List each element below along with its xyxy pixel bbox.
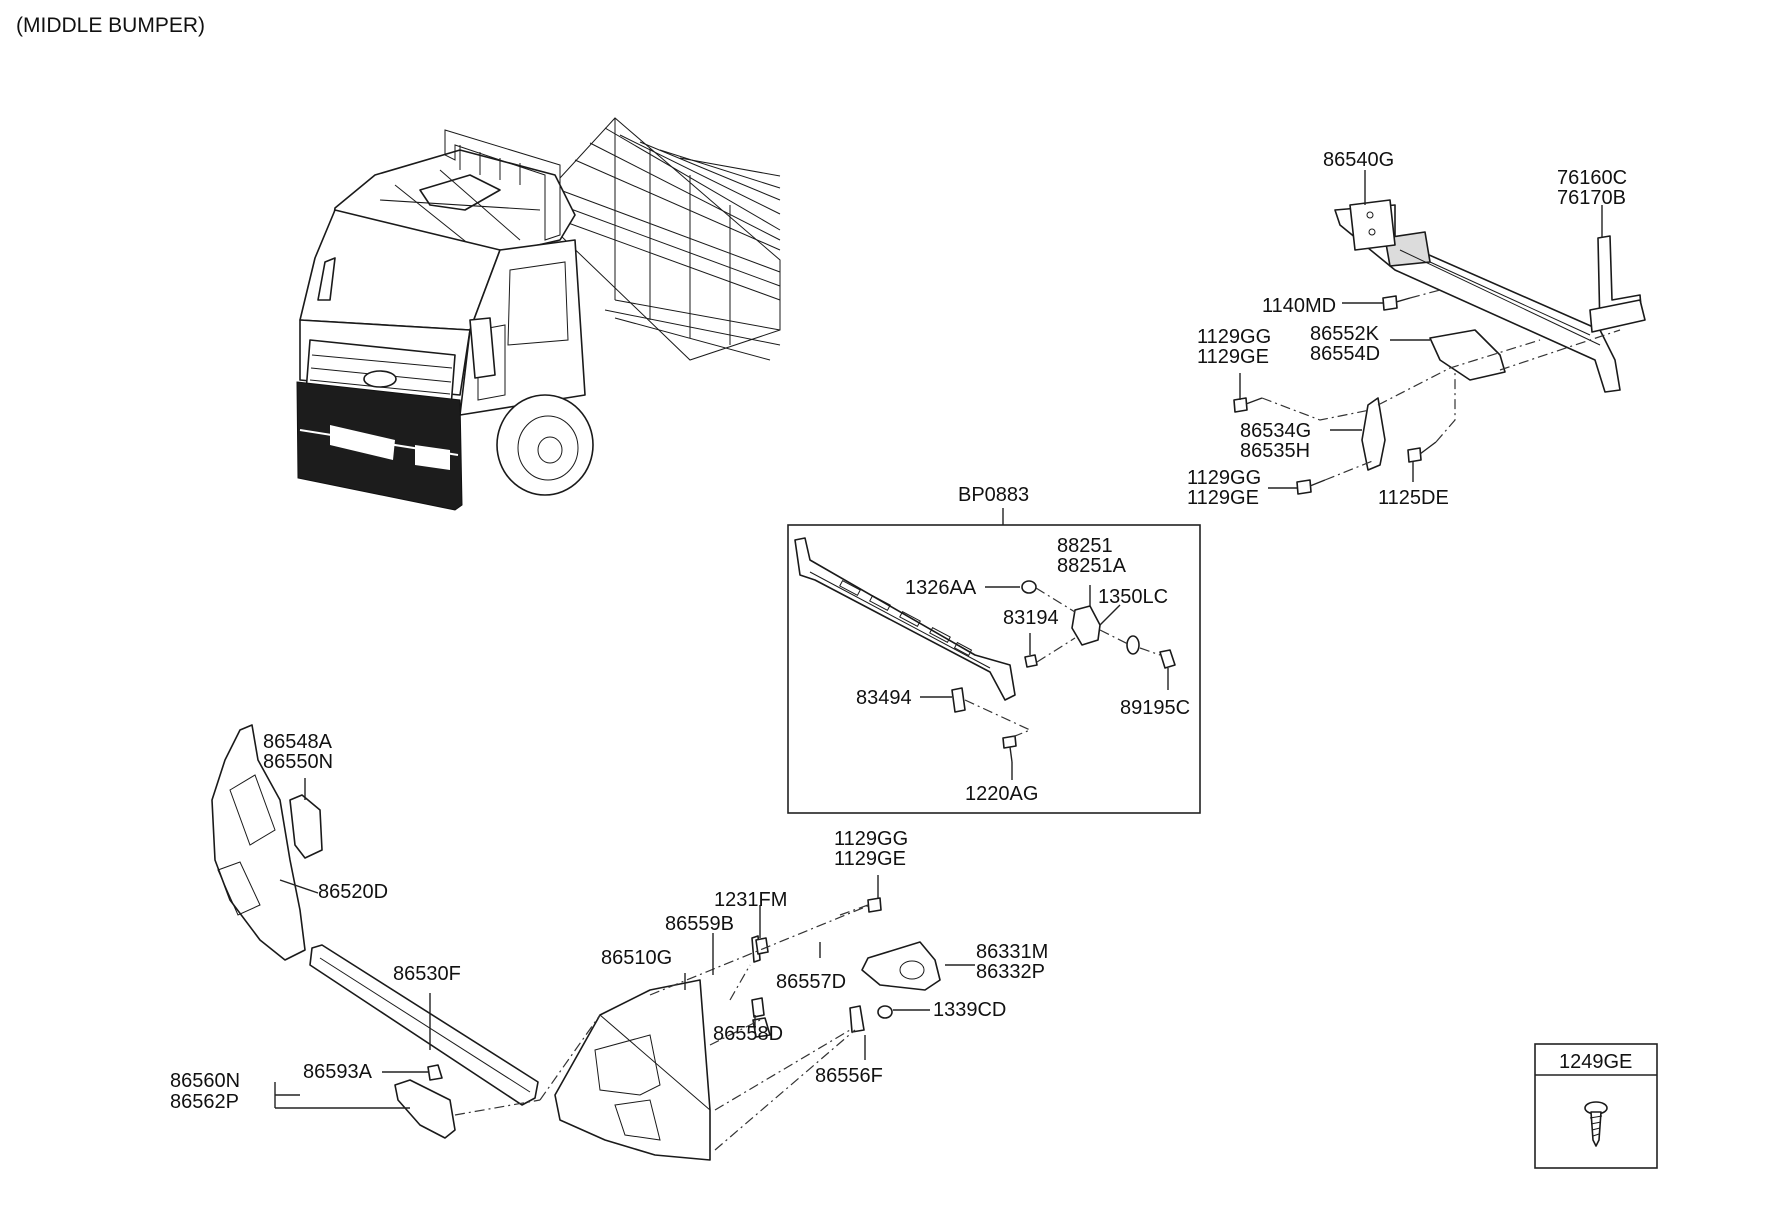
nut-1339CD [877, 1005, 893, 1019]
label-86331M: 86331M [976, 941, 1048, 963]
label-1129GG-c: 1129GG [834, 828, 908, 850]
bolt-1129GG-upper [1233, 397, 1263, 413]
leader-lines-lower [274, 778, 975, 1109]
label-76160C: 76160C [1557, 167, 1627, 189]
label-1231FM: 1231FM [714, 889, 787, 911]
label-1140MD: 1140MD [1262, 295, 1336, 317]
label-88251A: 88251A [1057, 555, 1127, 577]
bracket-86556F [849, 1005, 865, 1033]
bumper-frame-assembly [1233, 199, 1646, 495]
bolt-1231FM [755, 937, 769, 955]
lower-cover-86560N [394, 1079, 456, 1139]
bolt-1129GG-lower-group [867, 897, 882, 913]
label-86520D: 86520D [318, 881, 388, 903]
label-1326AA: 1326AA [905, 577, 977, 599]
corner-bumper-left [211, 724, 323, 961]
label-1220AG: 1220AG [965, 783, 1038, 805]
label-86332P: 86332P [976, 961, 1045, 983]
label-86535H: 86535H [1240, 440, 1310, 462]
label-86558D: 86558D [713, 1023, 783, 1045]
label-88251: 88251 [1057, 535, 1113, 557]
label-86548A: 86548A [263, 731, 333, 753]
bolt-1125DE [1407, 441, 1437, 463]
label-86540G: 86540G [1323, 149, 1394, 171]
label-1129GG-a: 1129GG [1197, 326, 1271, 348]
label-1129GG-b: 1129GG [1187, 467, 1261, 489]
label-1129GE-c: 1129GE [834, 848, 906, 870]
leader-lines-upper [1239, 170, 1603, 489]
label-83494: 83494 [856, 687, 912, 709]
label-1129GE-b: 1129GE [1187, 487, 1259, 509]
label-86593A: 86593A [303, 1061, 373, 1083]
label-1249GE: 1249GE [1559, 1051, 1632, 1073]
label-86552K: 86552K [1310, 323, 1380, 345]
label-86554D: 86554D [1310, 343, 1380, 365]
clip-86593A [427, 1064, 443, 1081]
bolt-1140MD [1382, 295, 1411, 311]
label-86562P: 86562P [170, 1091, 239, 1113]
bolt-1129GG-lower [1296, 479, 1326, 495]
truck-illustration [296, 117, 781, 511]
label-86557D: 86557D [776, 971, 846, 993]
label-1125DE: 1125DE [1378, 487, 1449, 509]
label-86550N: 86550N [263, 751, 333, 773]
label-1339CD: 1339CD [933, 999, 1006, 1021]
label-76170B: 76170B [1557, 187, 1626, 209]
label-1350LC: 1350LC [1098, 586, 1168, 608]
leader-lines-bp0883 [920, 585, 1169, 780]
fog-lamp-86331M [861, 941, 941, 991]
label-86556F: 86556F [815, 1065, 883, 1087]
label-1129GE-a: 1129GE [1197, 346, 1269, 368]
screw-icon [1584, 1101, 1608, 1147]
clip-86558D [751, 997, 765, 1018]
label-86534G: 86534G [1240, 420, 1311, 442]
clip-86559B [752, 1017, 771, 1038]
label-86559B: 86559B [665, 913, 734, 935]
label-86510G: 86510G [601, 947, 672, 969]
bp0883-kit-box [787, 524, 1201, 814]
label-BP0883: BP0883 [958, 484, 1029, 506]
label-86530F: 86530F [393, 963, 461, 985]
screw-1249GE-box: 1249GE [1534, 1043, 1658, 1169]
label-89195C: 89195C [1120, 697, 1190, 719]
bumper-strip-86530F [309, 944, 539, 1106]
bp0883-bracket [794, 537, 1176, 763]
label-86560N: 86560N [170, 1070, 240, 1092]
diagram-title: (MIDDLE BUMPER) [16, 14, 205, 37]
label-83194: 83194 [1003, 607, 1059, 629]
